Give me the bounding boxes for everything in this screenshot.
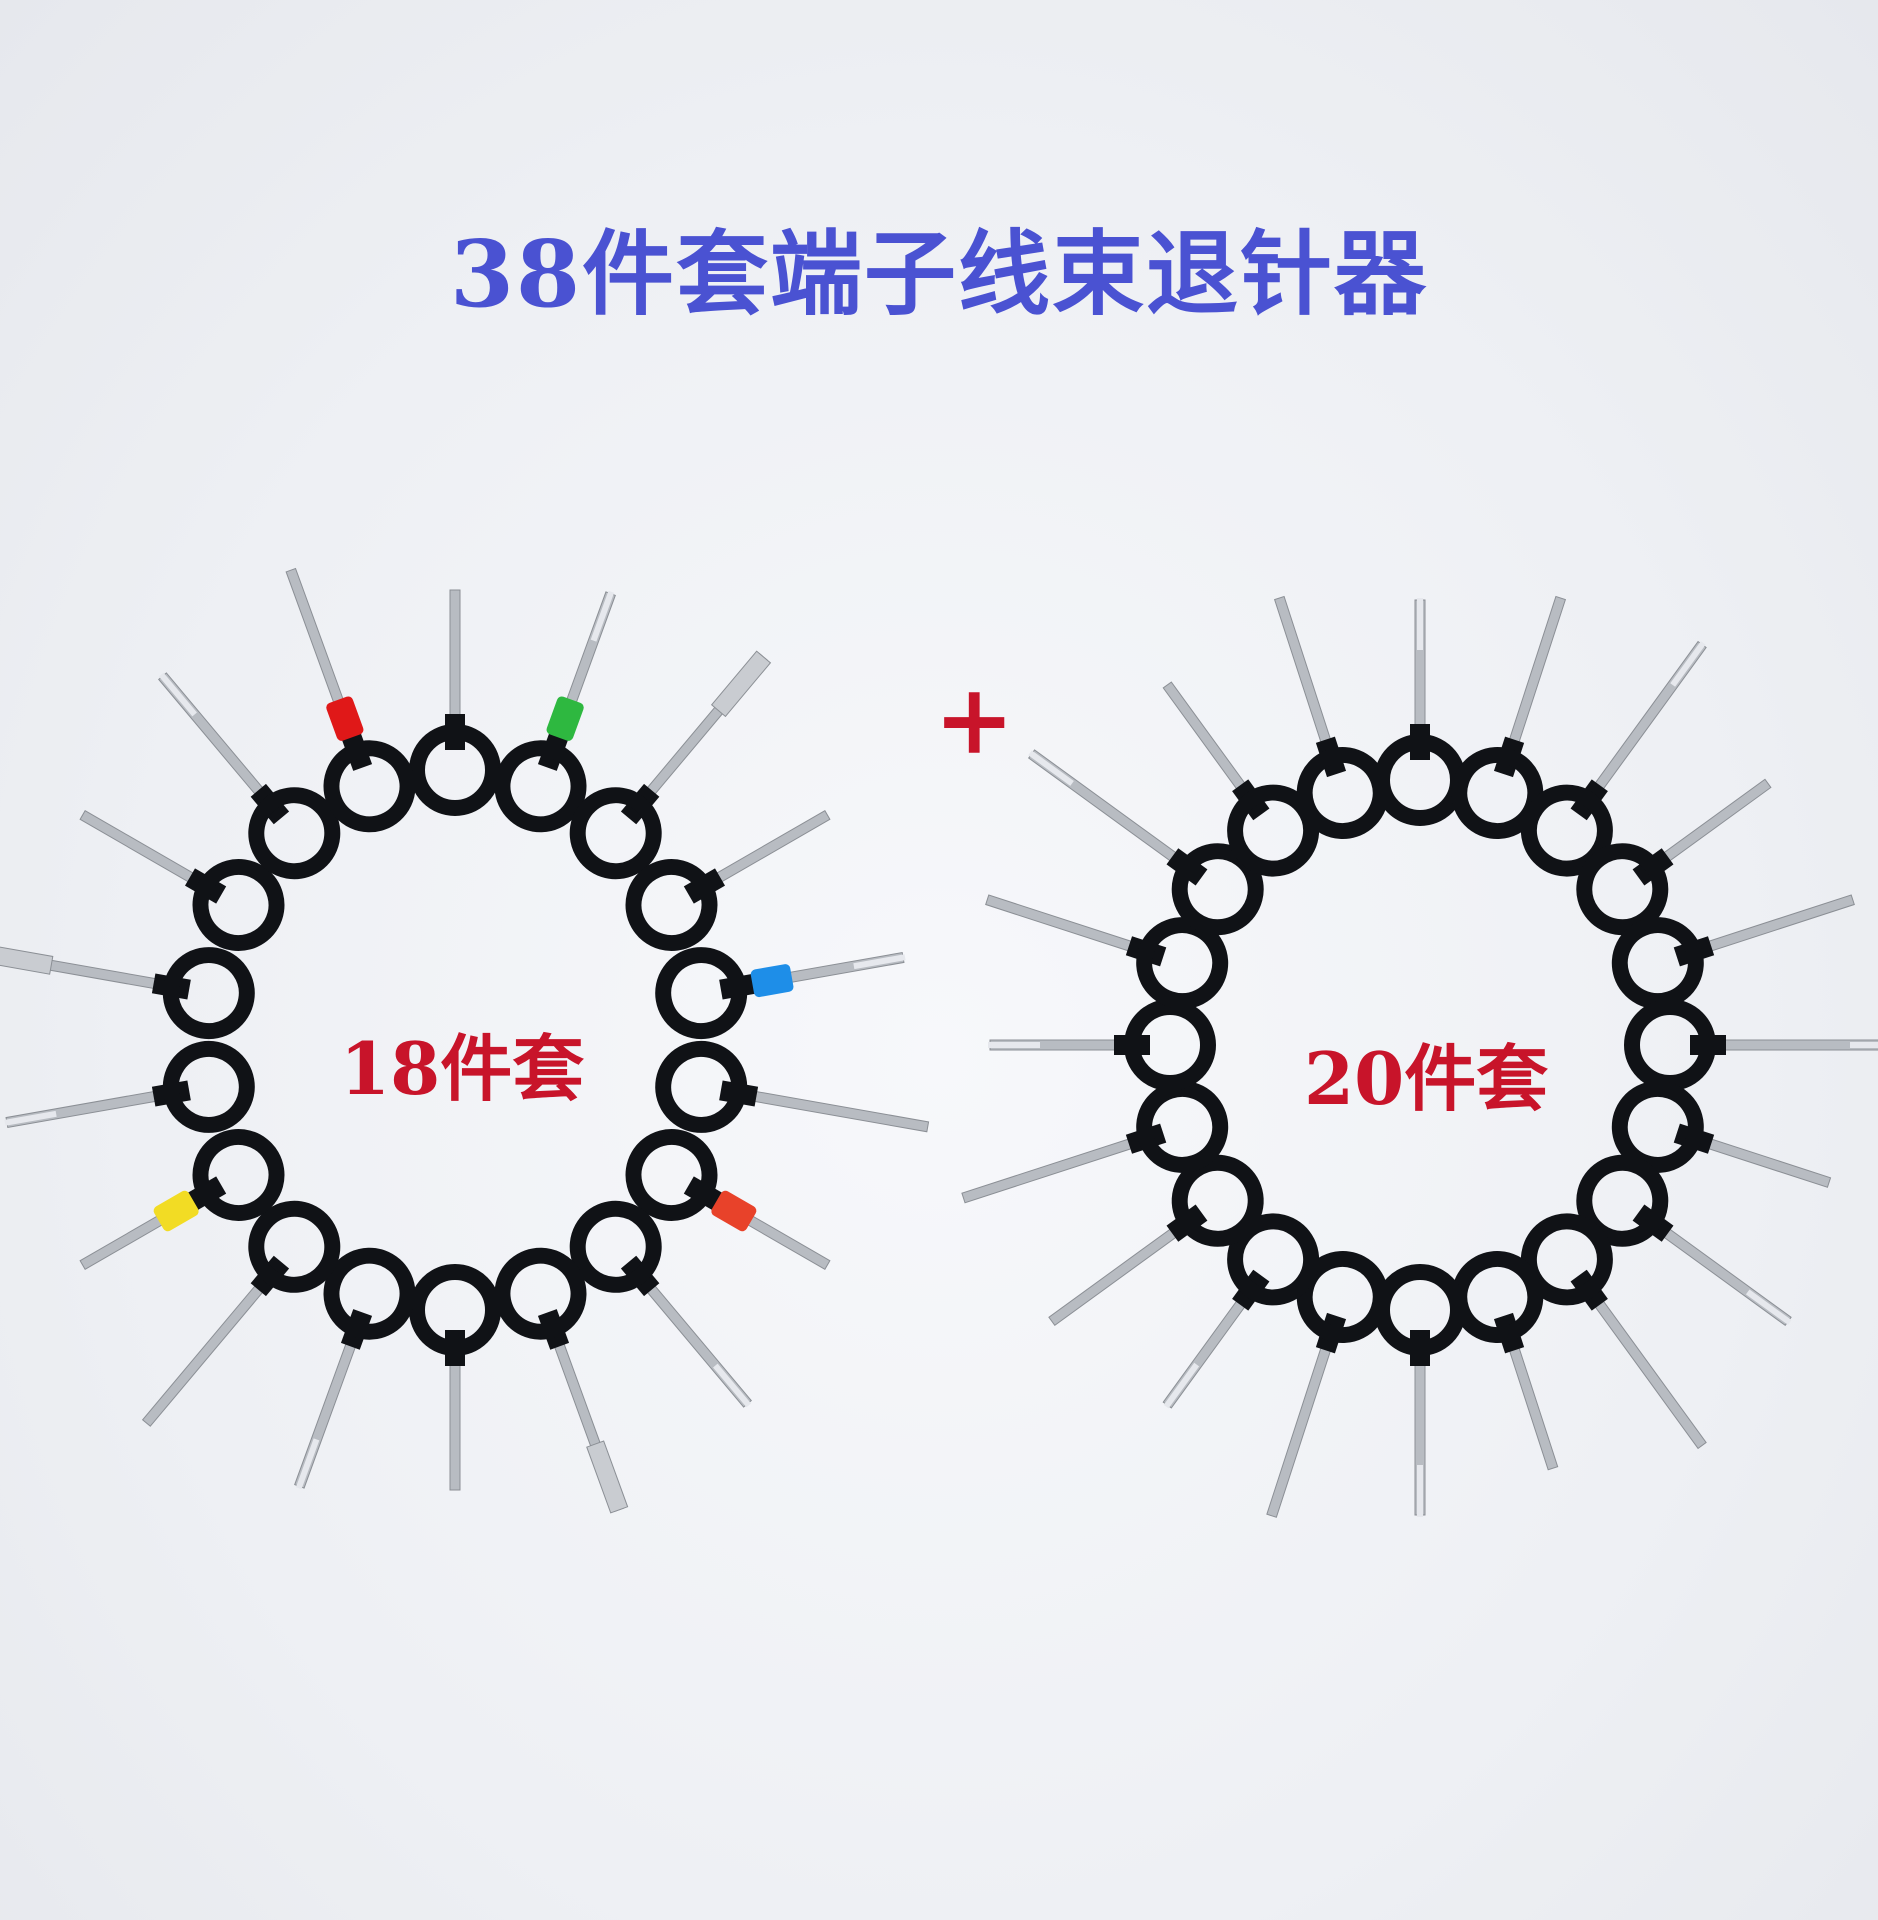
- page-title: 38件套端子线束退针器: [449, 220, 1429, 328]
- extractor-tool: [79, 809, 285, 951]
- extractor-tool: [625, 1129, 831, 1271]
- extractor-tool: [655, 947, 906, 1040]
- extractor-tool: [1048, 1154, 1264, 1327]
- extractor-tool: [1624, 999, 1878, 1091]
- extractor-tool: [569, 1200, 753, 1408]
- extractor-tool: [988, 999, 1216, 1091]
- extractor-tool: [0, 943, 255, 1040]
- extractor-tool: [285, 567, 416, 833]
- extractor-tool: [494, 1247, 629, 1514]
- extractor-tool: [4, 1040, 255, 1133]
- extractor-tool: [1451, 1251, 1559, 1471]
- extractor-tool: [1273, 595, 1389, 839]
- extractor-tool: [79, 1129, 285, 1271]
- plus-sign: +: [934, 663, 1015, 776]
- extractor-tool: [1374, 598, 1466, 826]
- extractor-tool: [157, 672, 341, 880]
- extractor-tool: [625, 809, 831, 951]
- extractor-tool: [569, 650, 772, 880]
- extractor-tool: [1576, 778, 1772, 936]
- extractor-tool: [494, 590, 616, 833]
- extractor-tool: [1374, 1264, 1466, 1517]
- extractor-tool: [1451, 595, 1567, 839]
- extractor-tool: [141, 1200, 341, 1427]
- extractor-tool: [409, 589, 501, 816]
- extractor-tool: [985, 894, 1229, 1010]
- set-18-label: 18件套: [340, 1026, 585, 1111]
- extractor-tool: [294, 1247, 416, 1490]
- set-20-label: 20件套: [1304, 1036, 1549, 1121]
- extractor-tool: [409, 1264, 501, 1491]
- extractor-tool: [1611, 1080, 1832, 1188]
- extractor-tool: [1611, 894, 1855, 1010]
- extractor-tool: [655, 1040, 930, 1133]
